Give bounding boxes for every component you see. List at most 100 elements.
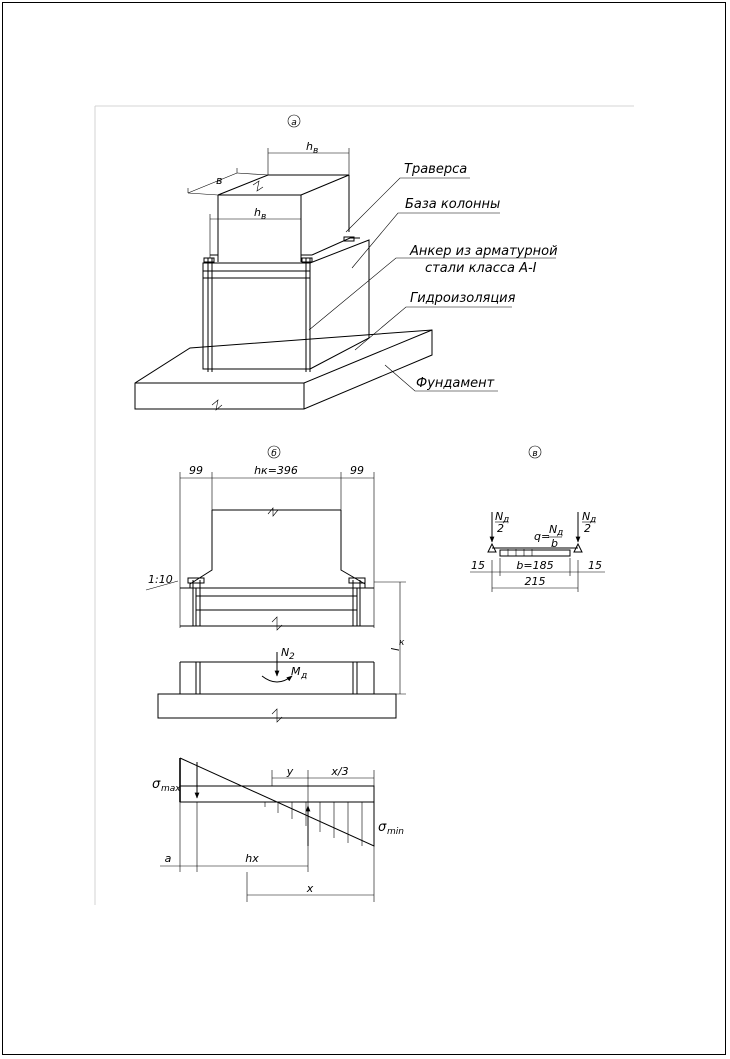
q-label: q=: [534, 530, 550, 543]
anchors-lower: [195, 662, 358, 694]
sigma-min: σ: [378, 820, 387, 835]
callout-waterproofing: Гидроизоляция: [410, 291, 516, 306]
foundation-slab: [134, 329, 433, 410]
support-right: [573, 542, 583, 553]
q-den: b: [551, 537, 558, 550]
traverse-side: [311, 237, 360, 256]
column-front: [217, 194, 302, 255]
foundation-break-mark: [211, 399, 223, 411]
q-num: N: [549, 523, 557, 536]
half-n-left: N: [495, 510, 503, 523]
dim-a: a: [165, 852, 172, 865]
dim-c-total: 215: [525, 575, 546, 588]
base-plate-section: [180, 587, 374, 627]
view-b-section: б 99 hк=396 99 1:10: [145, 445, 406, 723]
half-n-right: N: [582, 510, 590, 523]
moment-arrow: [261, 675, 293, 683]
foundation-break-b: [271, 708, 283, 723]
sigma-max: σ: [152, 777, 161, 792]
callout-traverse: Траверса: [404, 162, 467, 177]
dim-b-line: [187, 168, 238, 194]
dim-x-line: [246, 846, 375, 902]
view-b-marker: б: [271, 449, 277, 459]
dim-lk-sub: к: [399, 638, 405, 648]
dim-left-99: 99: [189, 464, 203, 477]
dim-h-top-sub: в: [313, 146, 318, 156]
half-n-left-den: 2: [497, 522, 504, 535]
callout-foundation: Фундамент: [416, 376, 495, 391]
base-side-face: [309, 239, 370, 370]
half-n-left-sub: д: [502, 515, 509, 525]
foundation-top-edge: [135, 329, 433, 384]
anchors-upper: [192, 580, 361, 626]
anchor-bolts: [207, 258, 311, 372]
anchor-nut-right: [301, 257, 313, 263]
dim-c-left: 15: [471, 559, 485, 572]
dim-a-hx-line: [160, 802, 309, 872]
q-num-sub: д: [556, 528, 563, 538]
dim-right-99: 99: [350, 464, 364, 477]
force-sub: 2: [289, 652, 295, 662]
callout-anchor-2: стали класса А-I: [425, 261, 537, 276]
view-c-dim-lines: [470, 558, 605, 592]
q-arrows: [507, 549, 533, 556]
anchor-nut-left: [203, 257, 215, 263]
sigma-max-sub: max: [161, 784, 181, 794]
leader-anchor: [308, 257, 556, 331]
leader-base: [351, 212, 500, 269]
nut-right-b: [348, 577, 366, 584]
view-a-marker: a: [291, 118, 297, 128]
dim-hk: hк=396: [254, 464, 298, 477]
dim-c-right: 15: [588, 559, 602, 572]
moment-sub: д: [300, 671, 307, 681]
foundation-section: [157, 693, 397, 719]
dim-y: y: [286, 765, 294, 778]
stress-hatch: [264, 802, 363, 846]
dim-h-top-line: [267, 148, 350, 175]
support-left: [487, 542, 497, 553]
moment-label: M: [291, 665, 301, 678]
force-label: N: [281, 646, 289, 659]
dim-b-ext-lines: [179, 472, 375, 628]
dim-y-x3-line: [271, 770, 375, 806]
dim-c-mid: b=185: [516, 559, 553, 572]
slope-label: 1:10: [148, 573, 173, 586]
dim-h-low-line: [209, 214, 302, 258]
traverse-front: [210, 254, 312, 262]
view-a-isometric: a в: [134, 114, 558, 411]
dim-h-low-label: h: [254, 206, 261, 219]
dim-hx: hx: [245, 852, 259, 865]
traverse-section: [189, 558, 366, 588]
dim-lk-label: l: [389, 648, 402, 651]
half-n-right-den: 2: [584, 522, 591, 535]
leader-foundation: [384, 364, 498, 392]
half-n-right-sub: д: [589, 515, 596, 525]
dim-x: x: [306, 882, 314, 895]
leader-waterproofing: [354, 306, 512, 351]
leader-traverse: [345, 177, 470, 233]
view-b-marker-circle: [267, 445, 281, 459]
column-top: [217, 174, 350, 232]
anchor-nut-back: [343, 236, 355, 242]
view-c-marker: в: [532, 449, 537, 459]
slope-line: [145, 580, 179, 591]
view-c-scheme: в N д 2 N д 2 q= N д b: [470, 445, 605, 592]
callout-base: База колонны: [405, 197, 500, 212]
dim-h-top-label: h: [306, 140, 313, 153]
stress-diagram: σ max σ min y x/3 a hx x: [152, 757, 404, 902]
view-c-marker-circle: [528, 445, 542, 459]
base-front-face: [202, 262, 311, 370]
column-break-mark: [252, 180, 264, 192]
base-side-section: [195, 588, 358, 626]
dim-x3: x/3: [330, 765, 348, 778]
stress-baseline-box: [179, 785, 375, 803]
callout-anchor-1: Анкер из арматурной: [409, 244, 558, 259]
column-break-b: [267, 507, 279, 517]
column-section: [211, 509, 342, 568]
dim-lk-line: [374, 581, 406, 695]
sigma-min-sub: min: [387, 827, 404, 837]
view-a-marker-circle: [287, 114, 301, 128]
dim-b-label: в: [216, 174, 222, 187]
